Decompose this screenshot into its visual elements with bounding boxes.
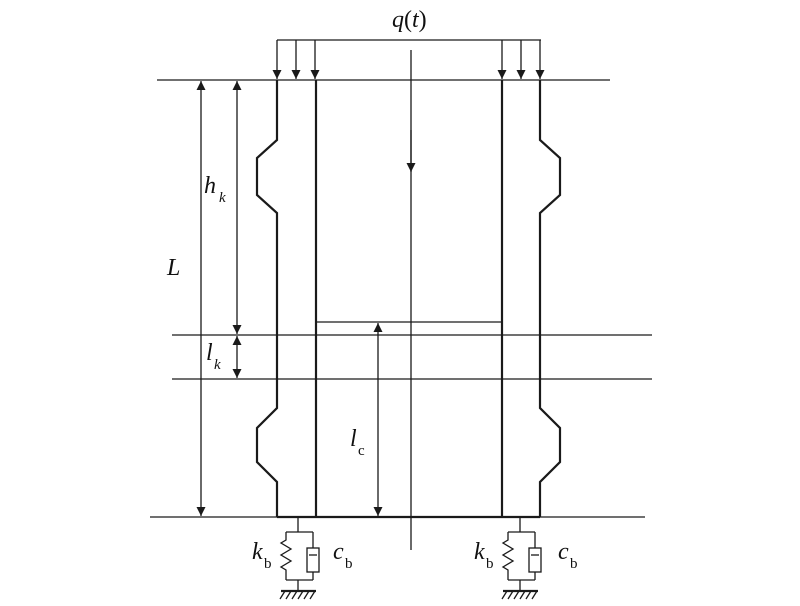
left-spring	[279, 532, 293, 580]
label-l-c-subscript: c	[358, 443, 365, 459]
label-c-b-left: c	[333, 539, 344, 565]
label-l-k: l	[206, 340, 213, 366]
right-damper	[528, 547, 542, 573]
left-wall-outer-profile	[255, 80, 279, 517]
label-k-b-left-subscript: b	[264, 556, 272, 572]
label-l-k-subscript: k	[214, 357, 221, 373]
label-c-b-right-subscript: b	[570, 556, 578, 572]
label-k-b-right-subscript: b	[486, 556, 494, 572]
label-k-b-left: k	[252, 539, 263, 565]
label-h-k-subscript: k	[219, 190, 226, 206]
label-l-c: l	[350, 426, 357, 452]
label-h-k: h	[204, 173, 216, 199]
load-label: q(t)	[392, 7, 427, 33]
length-label-L: L	[166, 255, 180, 281]
right-support	[501, 517, 542, 600]
label-k-b-right: k	[474, 539, 485, 565]
left-damper	[306, 547, 320, 573]
right-spring	[501, 532, 515, 580]
left-support	[279, 517, 320, 600]
label-c-b-right: c	[558, 539, 569, 565]
right-wall-outer-profile	[538, 80, 562, 517]
label-c-b-left-subscript: b	[345, 556, 353, 572]
